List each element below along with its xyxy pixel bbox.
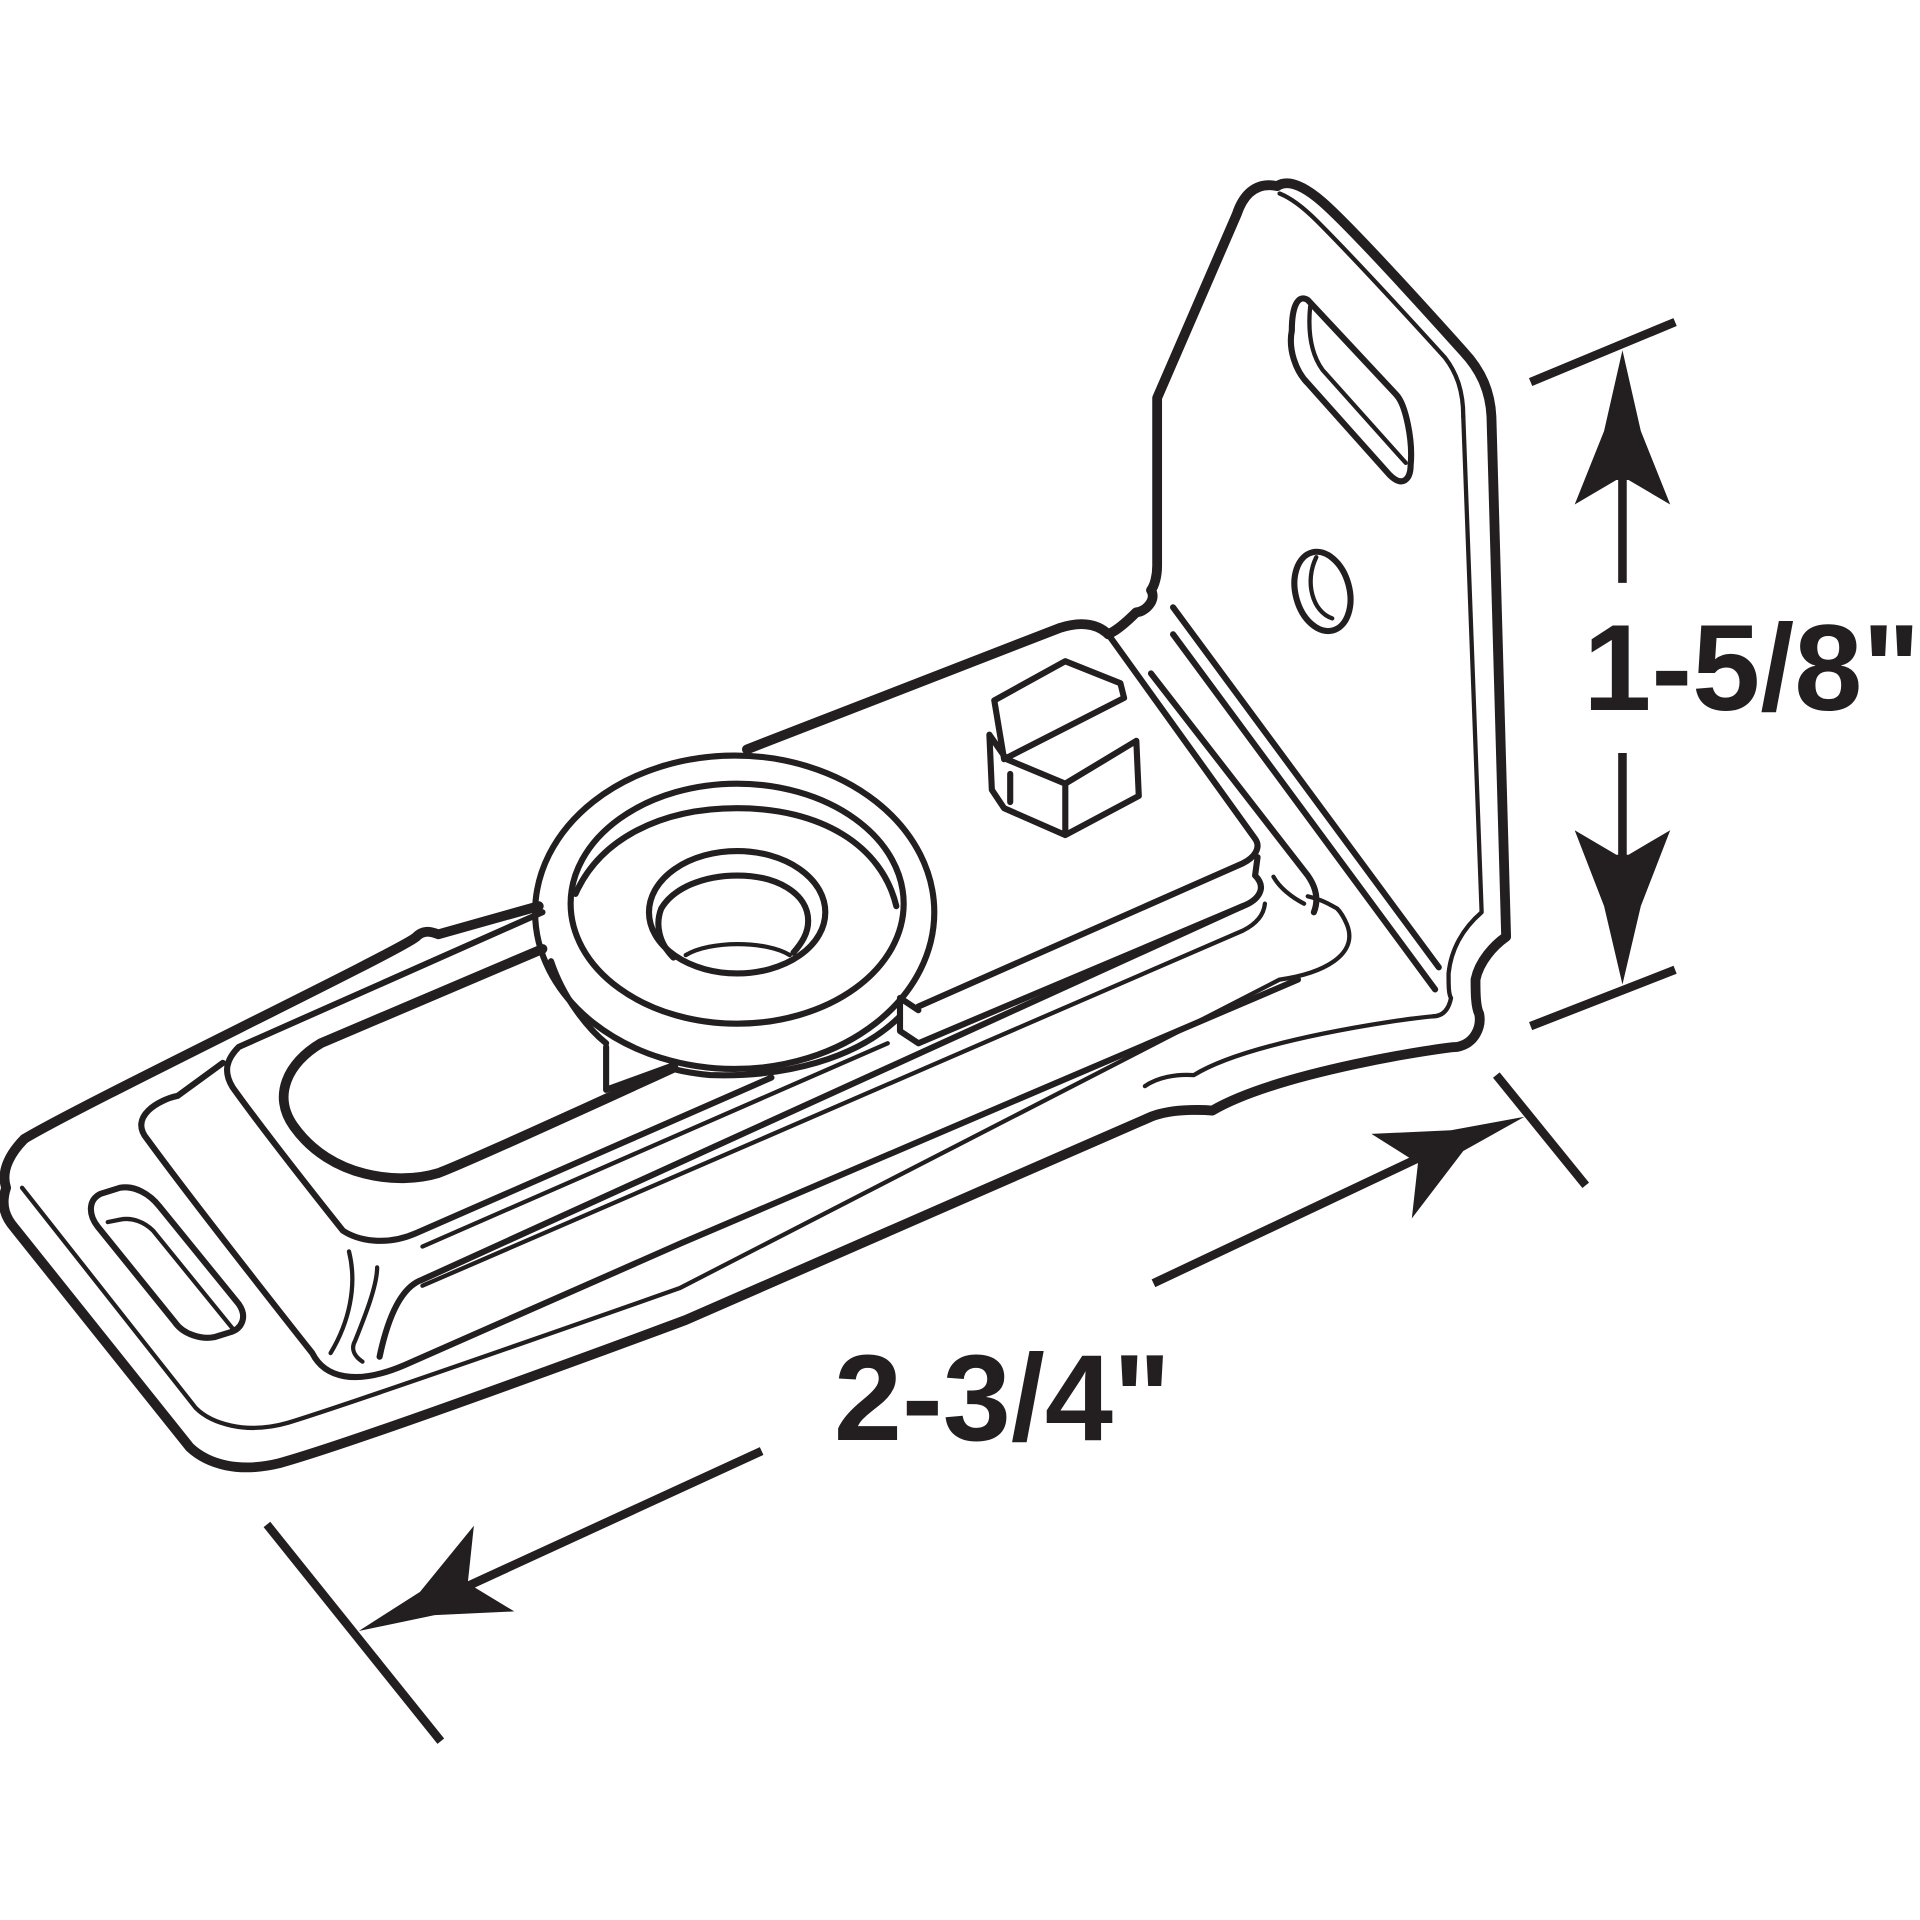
dimension-line-right (1151, 1153, 1423, 1288)
boss-inner-top (572, 805, 900, 910)
plate-lip (19, 894, 1352, 1431)
base-curl (328, 1249, 380, 1364)
flange-top-edge (1277, 191, 1466, 419)
extension-line-left (263, 1521, 445, 1744)
extension-line-bottom (1529, 965, 1677, 1031)
rib-2 (420, 901, 1268, 1288)
flange-hole-inner (1308, 555, 1335, 621)
rib-1 (420, 1041, 890, 1249)
slot-channel (278, 944, 679, 1184)
boss-ring (567, 780, 907, 1027)
bend-line (1147, 670, 1320, 916)
base-top-edge (19, 901, 544, 1144)
flange-hole (1291, 548, 1354, 635)
arrow-right-icon (1371, 1116, 1525, 1219)
tab-edge (915, 631, 1261, 1010)
length-label: 2-3/4" (834, 1329, 1171, 1466)
part-outline (0, 178, 1512, 1473)
height-label: 1-5/8" (1583, 599, 1920, 736)
clip-block (986, 658, 1142, 839)
extension-line-right (1492, 1072, 1590, 1189)
hole-outer (645, 847, 829, 977)
bend-notch (1271, 874, 1307, 906)
height-dimension: 1-5/8" (1528, 318, 1920, 1031)
arrow-down-icon (1574, 830, 1671, 985)
base-slot (87, 1184, 247, 1341)
flange-bend (1170, 604, 1442, 993)
length-dimension: 2-3/4" (263, 1072, 1590, 1744)
arrow-left-icon (358, 1525, 515, 1632)
bracket-part (0, 178, 1512, 1473)
inner-plate (224, 909, 775, 1244)
tab-fold (547, 903, 1246, 1093)
flange-slot (1287, 295, 1415, 485)
extension-line-top (1528, 318, 1677, 386)
dimension-line-left (426, 1447, 764, 1608)
plate-edge (138, 976, 1302, 1381)
arrow-up-icon (1574, 350, 1671, 505)
hole-bottom (683, 942, 792, 958)
hole-inner (655, 872, 812, 961)
rib-3 (376, 854, 1264, 1360)
flange-inner (1142, 414, 1484, 1089)
base-slot-inner (105, 1216, 235, 1331)
flange-slot-inner (1307, 303, 1408, 466)
